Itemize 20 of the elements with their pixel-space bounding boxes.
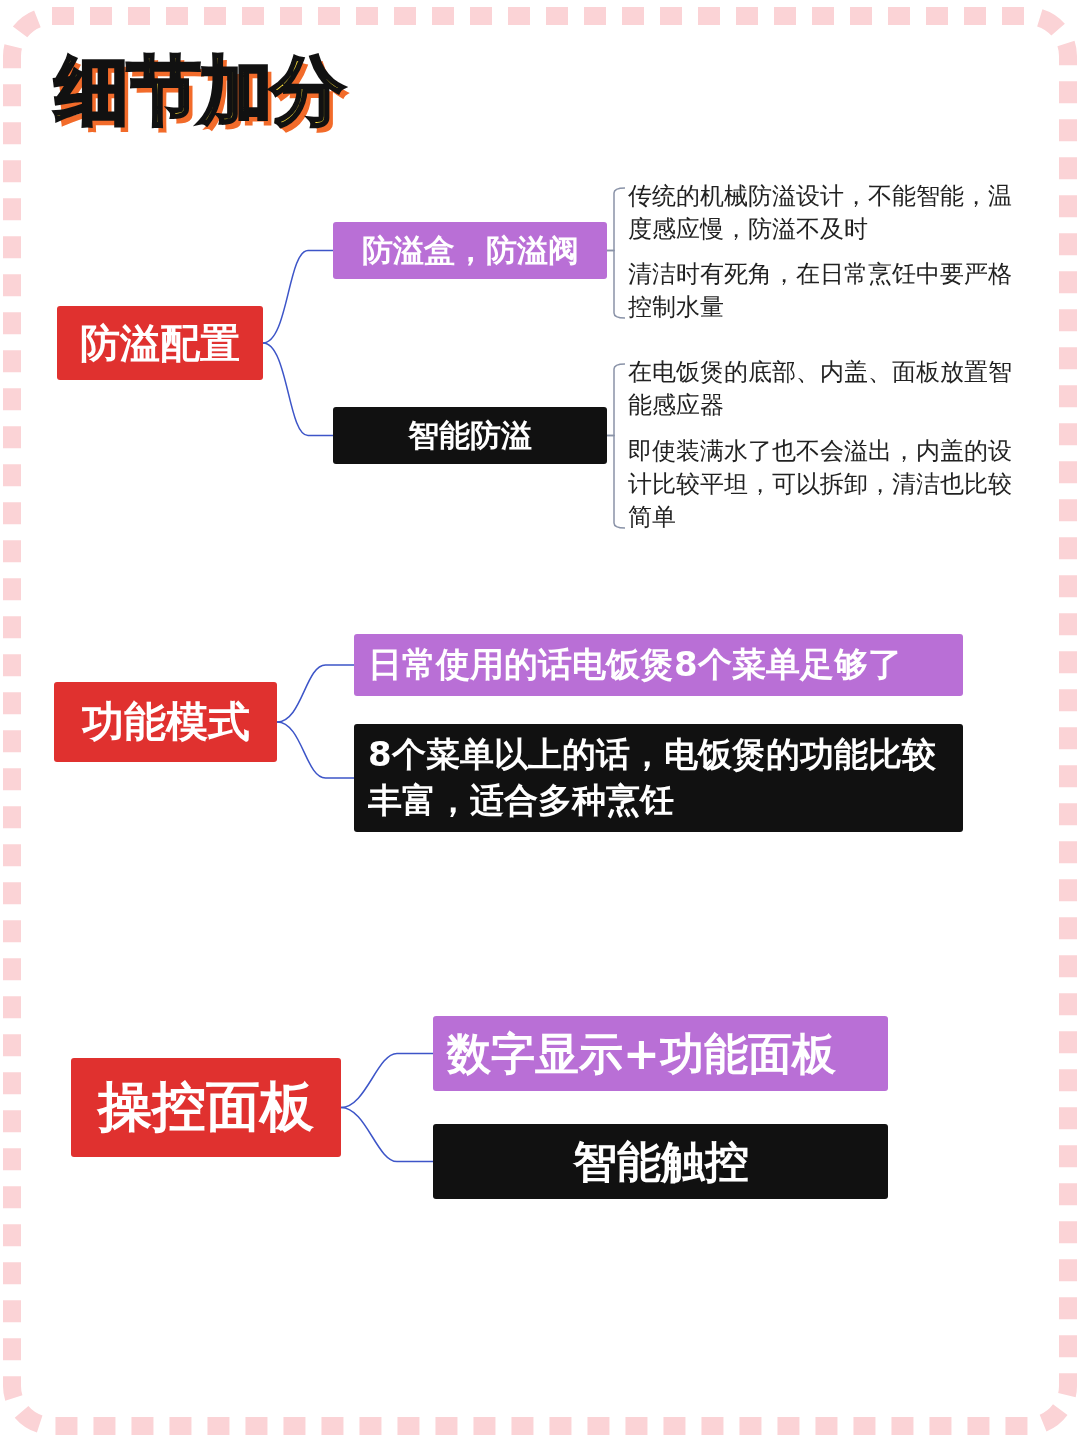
connector-line [262,342,334,437]
topic-box: 智能触控 [433,1124,888,1199]
topic-box: 数字显示+功能面板 [433,1016,888,1091]
connector-line [276,664,355,723]
connector-line [276,721,355,779]
topic-box: 8个菜单以上的话，电饭煲的功能比较丰富，适合多种烹饪 [354,724,963,832]
category-box: 操控面板 [71,1058,341,1157]
note-text: 清洁时有死角，在日常烹饪中要严格控制水量 [628,258,1013,324]
topic-box: 智能防溢 [333,407,607,464]
category-box: 功能模式 [54,682,277,762]
connector-line [262,249,334,344]
note-text: 在电饭煲的底部、内盖、面板放置智能感应器 [628,356,1013,422]
note-text: 传统的机械防溢设计，不能智能，温度感应慢，防溢不及时 [628,180,1013,246]
title: 细节加分 [55,46,343,135]
topic-box: 防溢盒，防溢阀 [333,222,607,279]
note-text: 即使装满水了也不会溢出，内盖的设计比较平坦，可以拆卸，清洁也比较简单 [628,435,1013,534]
topic-box: 日常使用的话电饭煲8个菜单足够了 [354,634,963,696]
connector-line [340,1106,434,1163]
category-box: 防溢配置 [57,306,263,380]
connector-line [340,1052,434,1109]
